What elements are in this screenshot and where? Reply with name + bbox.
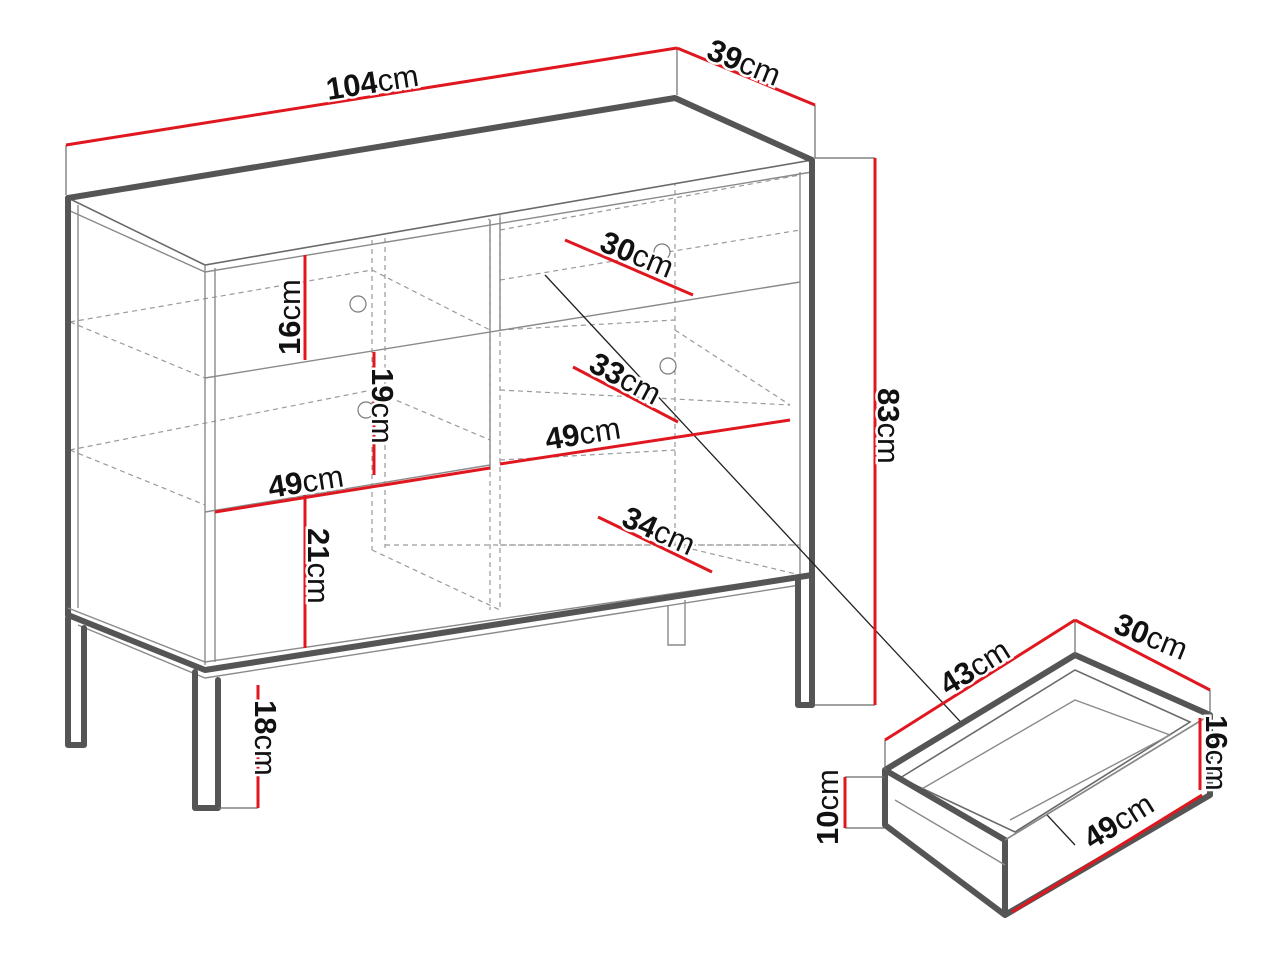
leg-front-left (192, 669, 221, 811)
label-box-height-value: 16 (1199, 715, 1234, 749)
label-drawer3-depth: 34cm (617, 499, 700, 562)
drawer-box-floor (919, 699, 1172, 821)
label-width: 104cm (324, 58, 421, 107)
plinth-top (67, 574, 801, 663)
drawer-box-inner (898, 669, 1192, 833)
leg-back-left (65, 615, 87, 748)
label-unit: cm (1199, 749, 1234, 790)
label-box-height: 16cm (1199, 715, 1234, 791)
label-front-height: 10cm (810, 769, 845, 845)
dim-line-drawer-width-right (499, 418, 791, 466)
label-drawer2-height-value: 19 (365, 368, 400, 402)
label-legs: 18cm (248, 700, 283, 776)
label-legs-value: 18 (248, 700, 283, 734)
label-depth: 39cm (702, 32, 785, 93)
label-unit: cm (300, 458, 346, 499)
label-drawer1-height-value: 16 (272, 321, 307, 355)
drawer1-bottom (204, 281, 801, 379)
label-drawer-width-right: 49cm (543, 410, 623, 456)
base-inner (77, 584, 801, 679)
label-unit: cm (272, 279, 307, 320)
label-unit: cm (375, 58, 421, 99)
label-drawer1-height: 16cm (272, 279, 307, 355)
label-drawer-width-right-value: 49 (543, 417, 583, 457)
leg-front-right (795, 577, 815, 708)
label-unit: cm (871, 422, 906, 463)
cabinet (65, 95, 1076, 846)
drawer-box-outline (882, 652, 1213, 918)
dim-line-drawer3-depth (597, 515, 713, 574)
knob-icon (659, 357, 677, 375)
base-outline (65, 572, 815, 673)
label-drawer1-depth: 30cm (595, 224, 678, 285)
dim-line-box-width (1011, 793, 1203, 914)
label-unit: cm (577, 410, 623, 451)
label-unit: cm (810, 769, 845, 810)
dim-line-depth (676, 46, 816, 107)
label-unit: cm (248, 734, 283, 775)
leg-back-right (667, 600, 686, 646)
dim-line-drawer1-depth (564, 238, 694, 297)
label-drawer3-height: 21cm (301, 528, 336, 604)
knob-icon (653, 243, 671, 261)
drawer-detail (882, 652, 1213, 918)
knob-icon (349, 295, 367, 313)
dim-line-drawer2-depth (572, 365, 679, 424)
knobs (349, 243, 677, 419)
cabinet-outline (65, 95, 815, 708)
drawer-box-front-top (1004, 714, 1211, 841)
label-drawer-width-left-value: 49 (266, 465, 306, 505)
dim-line-width (65, 46, 678, 147)
drawer2-bottom (204, 464, 491, 513)
label-unit: cm (365, 402, 400, 443)
drawer-box-side-inner (894, 799, 1006, 866)
label-drawer2-height: 19cm (365, 368, 400, 444)
label-height-value: 83 (871, 388, 906, 422)
dim-line-box-depth (1074, 618, 1211, 692)
label-front-height-value: 10 (810, 811, 845, 845)
label-box-length: 43cm (933, 632, 1016, 702)
label-height: 83cm (871, 388, 906, 464)
dimension-lines (65, 46, 1211, 914)
dim-line-box-length (884, 618, 1076, 742)
label-width-value: 104 (324, 64, 381, 107)
label-drawer3-height-value: 21 (301, 528, 336, 562)
legs (65, 577, 815, 811)
label-drawer2-depth: 33cm (584, 345, 667, 411)
dim-line-drawer-width-left (214, 466, 491, 514)
label-drawer-width-left: 49cm (266, 458, 346, 504)
label-unit: cm (301, 562, 336, 603)
